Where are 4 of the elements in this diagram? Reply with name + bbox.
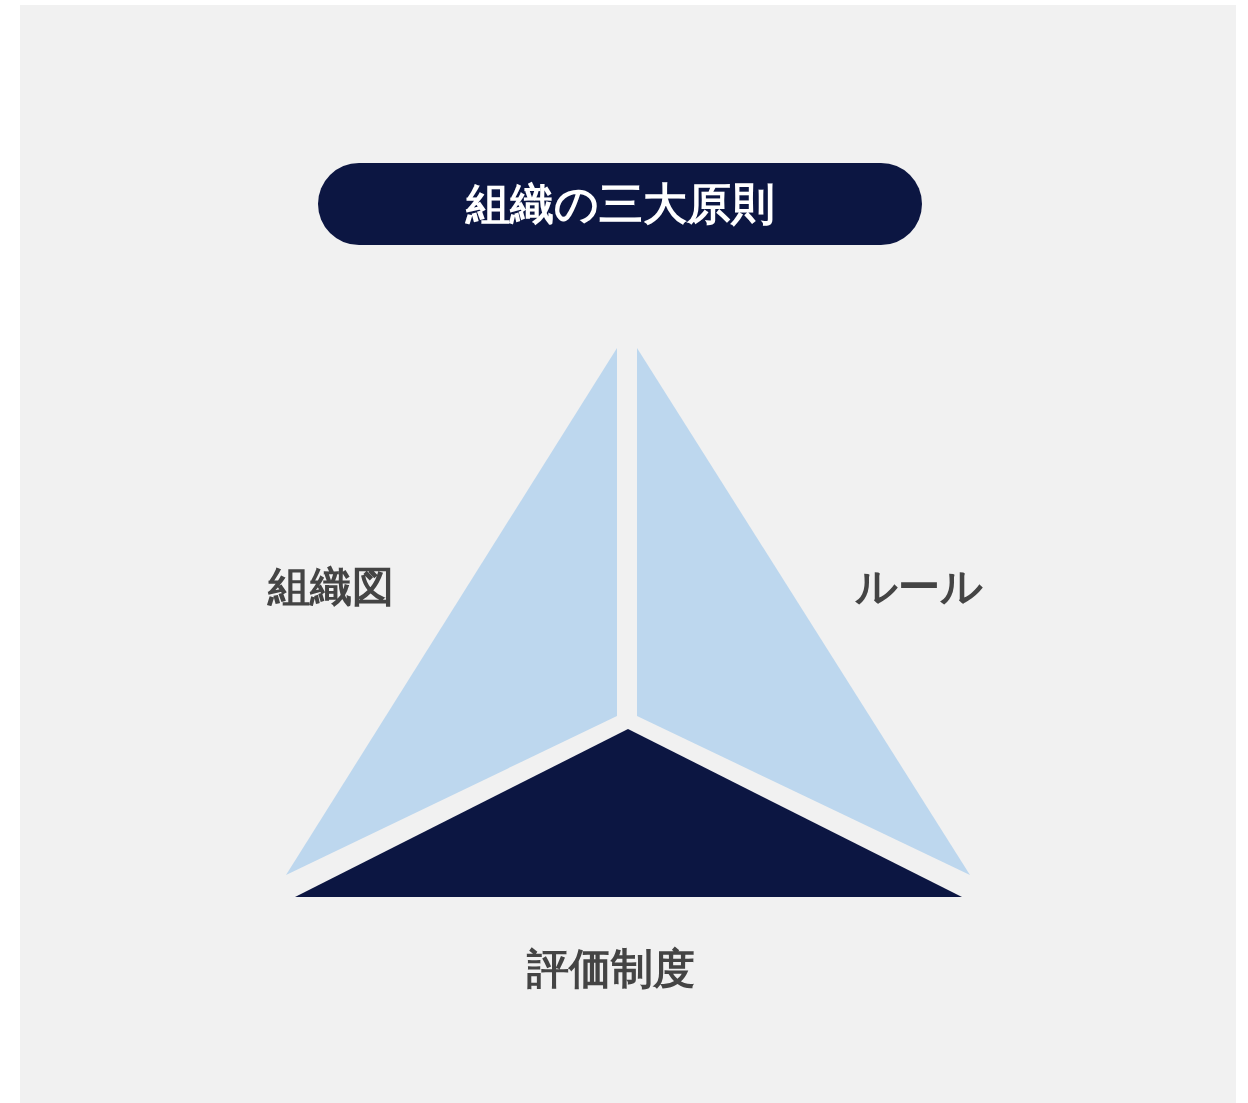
segment-label: ルール [855,563,983,612]
title-banner: 組織の三大原則 [318,163,922,245]
segment-label: 組織図 [268,563,394,612]
segment-label: 評価制度 [527,945,695,994]
